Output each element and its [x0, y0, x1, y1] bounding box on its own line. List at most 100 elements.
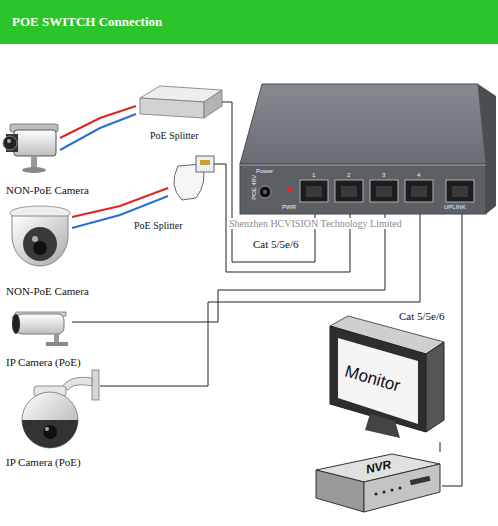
box-camera	[22, 167, 46, 173]
splitter-box	[140, 98, 204, 118]
rj45-port	[300, 180, 474, 202]
ptz-camera	[62, 377, 92, 390]
rj45-port	[300, 180, 328, 202]
switch-body	[240, 164, 486, 214]
cable-label: Cat 5/5e/6	[252, 238, 300, 250]
title-text: POE SWITCH Connection	[12, 15, 162, 29]
node-label: Monitor	[343, 363, 403, 397]
nvr-body	[316, 454, 440, 512]
camera: NON-PoE Camera	[8, 205, 72, 278]
port-label: POE 48V	[251, 175, 258, 200]
port-label: UPLINK	[444, 204, 466, 211]
splitter-cable	[196, 156, 214, 172]
bullet-camera	[12, 312, 68, 346]
monitor-body	[365, 414, 400, 438]
power-led	[288, 187, 293, 192]
bullet-camera	[54, 334, 59, 342]
title-band	[0, 0, 498, 44]
network-cable	[72, 214, 385, 322]
poe-switch: POE 48VPowerPWR 1 2 3 4UPLINK	[240, 164, 486, 214]
rj45-port	[306, 186, 322, 197]
dome-camera	[33, 241, 47, 255]
node-label: NON-PoE Camera	[6, 285, 89, 297]
title-band	[0, 0, 498, 44]
nvr: NVR	[314, 452, 442, 516]
port-label: Power	[256, 168, 273, 175]
bullet-camera	[12, 314, 20, 334]
switch-body	[240, 165, 486, 166]
box-camera	[7, 139, 11, 143]
rj45-port	[405, 180, 433, 202]
splitter-box: PoE Splitter	[136, 86, 222, 120]
dome-camera	[32, 236, 38, 242]
dc-jack	[259, 186, 271, 198]
ptz-camera	[92, 370, 99, 400]
monitor: Monitor	[328, 322, 446, 442]
ptz-camera	[22, 370, 99, 448]
node-label: IP Camera (PoE)	[6, 356, 81, 368]
camera-wire	[60, 106, 136, 138]
splitter-cable	[200, 160, 210, 165]
rj45-port	[376, 186, 392, 197]
monitor-body	[426, 342, 444, 432]
port-label: 4	[417, 172, 420, 179]
port-label: PWR	[282, 204, 296, 211]
node-label: NVR	[365, 459, 393, 477]
port-label: 3	[382, 172, 385, 179]
splitter-cable: PoE Splitter	[168, 150, 214, 202]
splitter-box	[204, 90, 222, 118]
port-label: 2	[347, 172, 350, 179]
splitter-box	[140, 86, 222, 118]
ptz-camera	[22, 420, 78, 448]
ptz-camera	[45, 427, 49, 431]
watermark: Shenzhen HCVISION Technology Limited	[228, 218, 403, 229]
box-camera	[3, 136, 17, 150]
nvr-body	[316, 470, 364, 512]
bullet-camera	[16, 314, 64, 334]
power-led	[288, 187, 293, 192]
nvr-body	[410, 476, 431, 485]
dc-jack	[263, 190, 267, 194]
cable-label: Cat 5/5e/6	[398, 310, 446, 322]
rj45-port	[341, 186, 357, 197]
nvr-body	[383, 491, 386, 494]
node-label: NON-PoE Camera	[6, 184, 89, 196]
rj45-port	[446, 180, 474, 202]
camera: IP Camera (PoE)	[8, 368, 100, 450]
dome-camera	[23, 227, 57, 261]
dc-jack	[259, 186, 271, 198]
network-cable	[440, 442, 441, 452]
network-cable	[442, 214, 462, 486]
rj45-port	[370, 180, 398, 202]
switch-body	[240, 84, 496, 214]
ptz-camera	[43, 425, 57, 439]
rj45-port	[452, 186, 468, 197]
network-cable	[100, 214, 420, 386]
nvr-body	[391, 489, 394, 492]
rj45-port	[335, 180, 363, 202]
monitor-body	[338, 338, 418, 424]
splitter-cable	[174, 156, 214, 200]
dome-camera	[10, 206, 70, 266]
box-camera	[3, 124, 58, 173]
rj45-port	[411, 186, 427, 197]
node-label: PoE Splitter	[150, 130, 199, 141]
node-label: IP Camera (PoE)	[6, 456, 81, 468]
node-label: PoE Splitter	[134, 220, 183, 231]
network-cable	[222, 102, 315, 262]
bullet-camera	[46, 342, 68, 346]
monitor-body	[330, 326, 426, 432]
switch-body	[240, 84, 486, 164]
monitor-body	[330, 316, 444, 438]
nvr-body	[399, 487, 402, 490]
ptz-camera	[22, 392, 78, 448]
camera: IP Camera (PoE)	[8, 306, 72, 348]
dome-camera	[12, 216, 68, 266]
camera: NON-PoE Camera	[4, 122, 60, 174]
port-label: 1	[312, 172, 315, 179]
box-camera	[14, 130, 56, 156]
